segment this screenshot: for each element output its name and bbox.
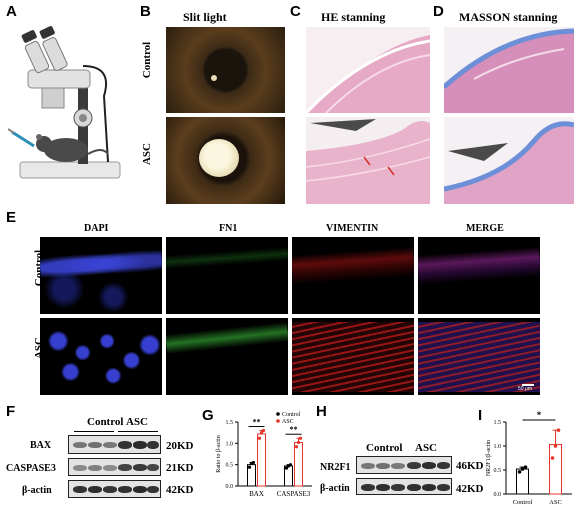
g-y-axis-label: Ratio to β-actin [216, 435, 222, 472]
i-point-1-2 [556, 428, 561, 432]
g-point-1-1-1 [296, 440, 301, 445]
f-blot-bax [68, 435, 161, 454]
f-kd-beta-actin: 42KD [166, 484, 194, 496]
panel-label-i: I [478, 407, 483, 424]
i-category-label-0: Control [513, 499, 533, 506]
h-blot-nr2f1 [356, 456, 452, 474]
i-point-0-2 [523, 465, 528, 469]
g-legend-marker-1 [276, 419, 280, 423]
panel-label-e: E [6, 209, 17, 226]
panel-label-g: G [202, 407, 214, 424]
panel-label-f: F [6, 403, 16, 420]
i-y-tick-label-3: 1.5 [494, 420, 502, 426]
f-blot-caspase3 [68, 458, 161, 476]
f-blot-beta-actin [68, 480, 161, 498]
g-bar-1-1 [294, 441, 303, 487]
masson-control-image [444, 27, 574, 113]
h-blot-beta-actin [356, 478, 452, 495]
masson-staining-title: MASSON stanning [459, 10, 558, 24]
microscope-illustration [8, 26, 121, 179]
if-asc-vimentin [292, 318, 414, 395]
g-y-tick-label-0: 0.0 [226, 484, 234, 490]
g-point-1-1-2 [298, 436, 303, 440]
f-group-asc: ASC [126, 416, 149, 428]
g-y-tick-label-3: 1.5 [226, 420, 234, 426]
i-sig-label: * [537, 410, 542, 420]
i-point-1-0 [550, 456, 555, 460]
f-kd-caspase3: 21KD [166, 462, 194, 474]
if-control-fn1 [166, 237, 288, 314]
f-kd-bax: 20KD [166, 440, 194, 452]
masson-asc-image [444, 117, 574, 204]
i-point-1-1 [553, 444, 558, 448]
g-point-1-1-0 [294, 445, 299, 449]
if-asc-fn1 [166, 318, 288, 395]
g-point-0-0-2 [251, 460, 256, 465]
panel-label-d: D [433, 3, 444, 20]
scale-bar-text: 50 μm [518, 386, 532, 392]
i-bar-1 [549, 444, 562, 495]
slit-light-asc-photo [166, 117, 285, 204]
column-label-vimentin: VIMENTIN [326, 223, 379, 234]
row-label-asc: ASC [141, 143, 153, 166]
g-sig-label-1: ** [290, 425, 298, 434]
panel-label-h: H [316, 403, 327, 420]
f-protein-beta-actin: β-actin [22, 485, 52, 496]
g-category-label-0: BAX [249, 490, 264, 498]
g-sig-label-0: ** [253, 418, 261, 427]
g-y-tick-label-2: 1.0 [226, 441, 234, 447]
row-label-control: Control [141, 41, 153, 79]
he-asc-image [306, 117, 430, 204]
f-protein-caspase3: CASPASE3 [6, 463, 56, 474]
f-group-control: Control [87, 416, 124, 428]
if-control-merge [418, 237, 540, 314]
he-control-image [306, 27, 430, 113]
f-group-line-control [74, 431, 114, 432]
if-control-vimentin [292, 237, 414, 314]
g-point-0-0-0 [247, 465, 252, 469]
g-y-tick-label-1: 0.5 [226, 463, 234, 469]
scale-bar [522, 384, 534, 386]
if-asc-merge: 50 μm [418, 318, 540, 395]
i-y-tick-label-2: 1.0 [494, 444, 502, 450]
i-y-tick-label-1: 0.5 [494, 468, 502, 474]
h-kd-nr2f1: 46KD [456, 460, 484, 472]
i-point-0-1 [520, 467, 525, 471]
column-label-dapi: DAPI [84, 223, 109, 234]
h-group-control: Control [366, 442, 403, 454]
column-label-merge: MERGE [466, 223, 504, 234]
column-label-fn1: FN1 [219, 223, 238, 234]
panel-label-a: A [6, 3, 17, 20]
if-control-dapi [40, 237, 162, 314]
g-category-label-1: CASPASE3 [277, 490, 311, 498]
h-protein-nr2f1: NR2F1 [320, 462, 351, 473]
g-legend-marker-0 [276, 412, 280, 416]
panel-label-c: C [290, 3, 301, 20]
he-staining-title: HE stanning [321, 10, 386, 24]
if-asc-dapi [40, 318, 162, 395]
g-bar-1-0 [257, 433, 266, 487]
h-protein-beta-actin: β-actin [320, 483, 350, 494]
f-group-line-asc [118, 431, 158, 432]
slit-light-title: Slit light [183, 10, 227, 24]
g-point-0-1-2 [288, 463, 293, 467]
h-kd-beta-actin: 42KD [456, 483, 484, 495]
i-y-axis-label: NR2F1/β-actin [486, 440, 492, 476]
g-point-0-1-0 [284, 466, 289, 470]
g-legend-label-0: Control [282, 412, 301, 418]
i-y-tick-label-0: 0.0 [494, 492, 502, 498]
g-legend-label-1: ASC [282, 419, 294, 425]
panel-label-b: B [140, 3, 151, 20]
f-protein-bax: BAX [30, 440, 52, 451]
i-point-0-0 [517, 470, 522, 474]
g-point-1-0-0 [257, 436, 262, 440]
i-category-label-1: ASC [549, 499, 562, 506]
slit-light-control-photo [166, 27, 285, 113]
h-group-asc: ASC [415, 442, 438, 454]
g-point-1-0-2 [261, 428, 266, 433]
g-point-1-0-1 [259, 431, 264, 435]
